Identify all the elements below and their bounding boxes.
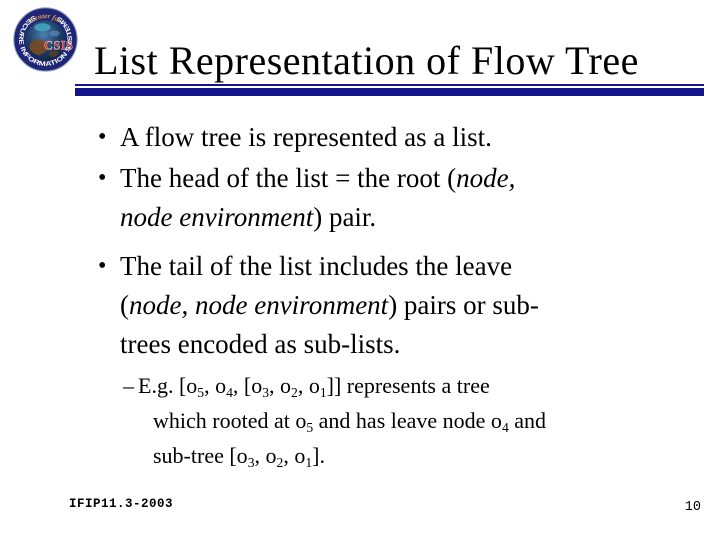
logo-center-text: CSIS [44, 39, 73, 53]
slide-title: List Representation of Flow Tree [94, 38, 639, 83]
page-number: 10 [684, 500, 701, 515]
bullet-line: node environment) pair. [120, 202, 377, 232]
footer-conference-label: IFIP11.3-2003 [69, 497, 174, 511]
bullet-line: trees encoded as sub-lists. [120, 329, 401, 359]
bullet-line: The head of the list = the root (node, [120, 163, 516, 193]
bullet-line: The tail of the list includes the leave [120, 251, 513, 281]
bullet-line: E.g. [o5, o4, [o3, o2, o1]] represents a… [138, 373, 490, 400]
title-rule-thin [75, 84, 704, 86]
bullet-line: (node, node environment) pairs or sub- [120, 290, 539, 320]
csis-logo-icon: SECURE INFORMATION SYSTEMS Center for CS… [13, 7, 78, 72]
bullet-marker: – [123, 373, 134, 398]
bullet-line: sub-tree [o3, o2, o1]. [153, 443, 325, 470]
bullet-line: which rooted at o5 and has leave node o4… [153, 408, 547, 435]
list-item: • The tail of the list includes the leave… [98, 247, 539, 364]
bullet-line: A flow tree is represented as a list. [120, 122, 492, 152]
title-rule-thick [75, 88, 704, 96]
bullet-marker: • [98, 124, 107, 150]
bullet-marker: • [98, 165, 107, 191]
list-item: • A flow tree is represented as a list. [98, 118, 492, 157]
sub-list-item: –E.g. [o5, o4, [o3, o2, o1]] represents … [123, 368, 546, 473]
list-item: • The head of the list = the root (node, n… [98, 159, 515, 237]
bullet-marker: • [98, 253, 107, 279]
